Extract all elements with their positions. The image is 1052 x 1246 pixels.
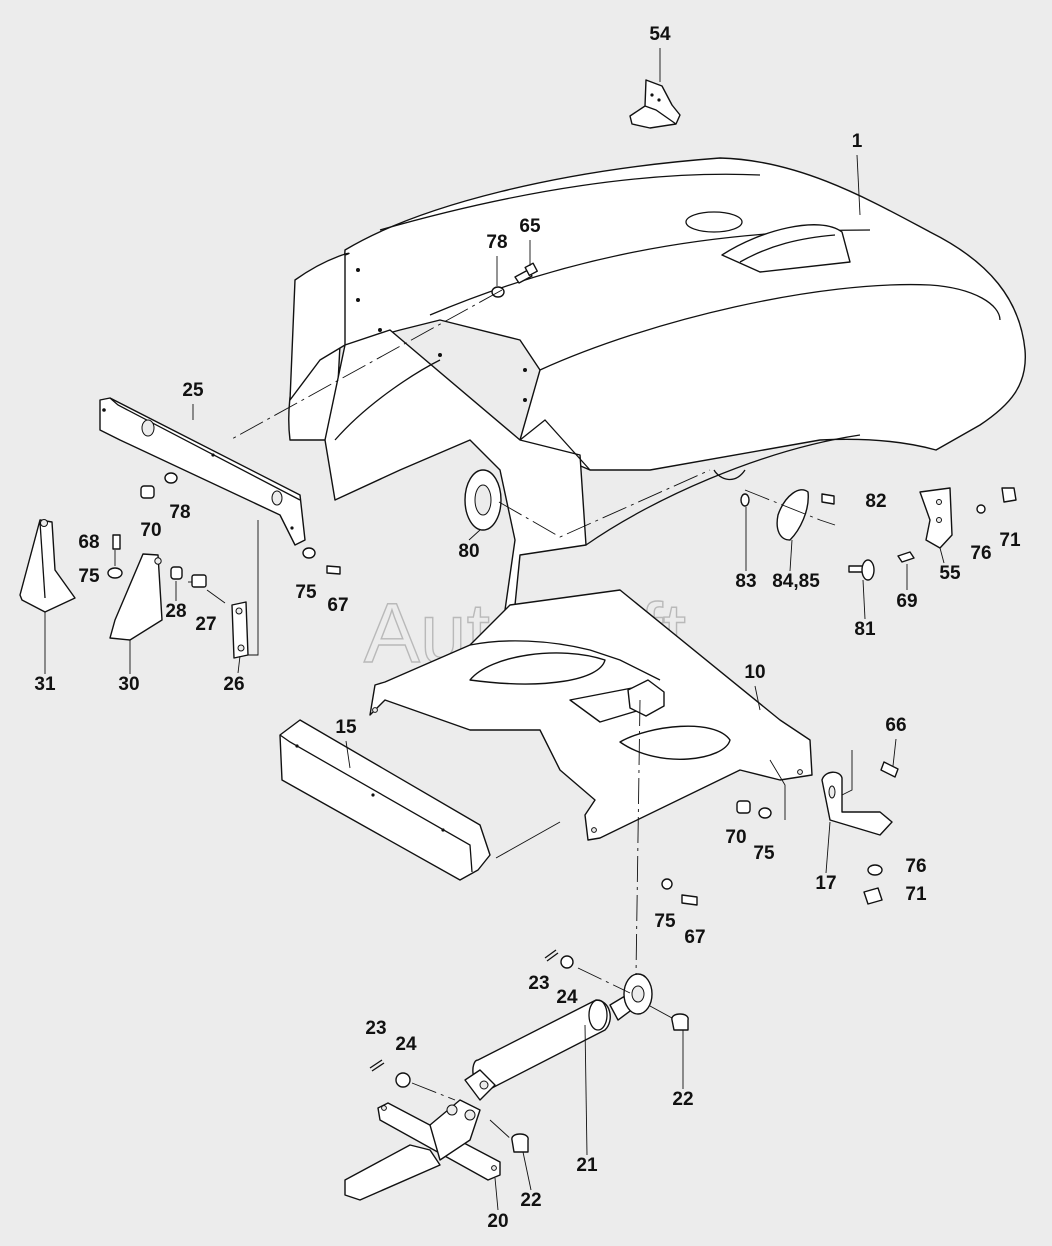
bracket-part-30: [109, 553, 163, 641]
bracket-part-31: [19, 519, 76, 613]
plate-part-15: [279, 719, 491, 881]
label-leaders: [44, 48, 945, 1211]
label-67-lower: 67: [684, 927, 705, 948]
label-75-right: 75: [753, 843, 775, 864]
label-24-top: 24: [556, 987, 578, 1008]
label-28: 28: [165, 601, 186, 622]
label-76-bottom: 76: [905, 856, 926, 877]
label-78-left: 78: [169, 502, 190, 523]
nut-part-71-right: [1001, 487, 1017, 503]
washer-part-24-bottom: [395, 1072, 411, 1088]
label-31: 31: [34, 674, 56, 695]
callout-labels: 54 1 65 78 25 70 78 68 75 31 30 28 27 26…: [34, 24, 1021, 1232]
label-82: 82: [865, 491, 886, 512]
label-75-lower: 75: [654, 911, 676, 932]
washer-part-76-right: [976, 504, 986, 514]
bracket-part-17: [821, 771, 893, 836]
label-25: 25: [182, 380, 204, 401]
label-76-right: 76: [970, 543, 991, 564]
washer-part-24-top: [560, 955, 574, 969]
pin-part-23-top: [544, 949, 559, 962]
label-20: 20: [487, 1211, 508, 1232]
label-70-left: 70: [140, 520, 161, 541]
bolt-part-67-lower: [681, 894, 698, 906]
label-65: 65: [519, 216, 541, 237]
label-55: 55: [939, 563, 961, 584]
gasket-part-80: [464, 469, 502, 531]
bolt-part-22-top: [671, 1013, 689, 1031]
label-78-top: 78: [486, 232, 507, 253]
nut-part-28: [170, 566, 183, 580]
nut-part-70-right: [736, 800, 751, 814]
label-23-top: 23: [528, 973, 549, 994]
ring-part-83: [740, 493, 750, 507]
label-22-bottom: 22: [520, 1190, 541, 1211]
bolt-part-69: [897, 551, 915, 563]
label-67-top: 67: [327, 595, 348, 616]
label-54: 54: [649, 24, 671, 45]
clip-part-54: [629, 79, 681, 129]
cylinder-part-21: [464, 973, 653, 1101]
bolt-part-22-bottom: [511, 1133, 529, 1153]
knob-part-81: [848, 559, 875, 581]
label-21: 21: [576, 1155, 598, 1176]
washer-part-75-lower: [661, 878, 673, 890]
pin-part-23-bottom: [369, 1059, 385, 1072]
nut-part-71-bottom: [863, 887, 883, 905]
washer-part-75-mid: [302, 547, 316, 559]
label-1: 1: [852, 131, 863, 152]
hood-part-1: [288, 157, 1026, 611]
bolt-part-66: [880, 761, 899, 778]
label-71-right: 71: [999, 530, 1021, 551]
label-30: 30: [118, 674, 139, 695]
bolt-part-67-top: [326, 565, 341, 575]
label-81: 81: [854, 619, 876, 640]
label-24-bottom: 24: [395, 1034, 417, 1055]
label-27: 27: [195, 614, 216, 635]
label-68: 68: [78, 532, 99, 553]
washer-part-75-left: [107, 567, 123, 579]
bolt-part-65: [514, 262, 538, 284]
label-23-bottom: 23: [365, 1018, 386, 1039]
screw-part-82: [821, 493, 835, 505]
washer-part-78-left: [164, 472, 178, 484]
label-17: 17: [815, 873, 836, 894]
label-26: 26: [223, 674, 244, 695]
label-84-85: 84,85: [772, 571, 820, 592]
label-75-left: 75: [78, 566, 100, 587]
label-69: 69: [896, 591, 917, 612]
nut-part-70-left: [140, 485, 155, 499]
label-75-mid: 75: [295, 582, 317, 603]
bracket-part-25: [99, 397, 306, 546]
label-80: 80: [458, 541, 479, 562]
lift-arm-part-20: [344, 1099, 501, 1201]
strap-part-26: [231, 601, 249, 659]
pin-part-68: [112, 534, 121, 550]
washer-part-76-bottom: [867, 864, 883, 876]
connector-lines: [188, 289, 853, 1141]
cover-part-84-85: [776, 489, 809, 541]
frame-part-10: [369, 589, 813, 841]
label-22-top: 22: [672, 1089, 693, 1110]
label-83: 83: [735, 571, 756, 592]
washer-part-75-right: [758, 807, 772, 819]
label-70-right: 70: [725, 827, 746, 848]
label-71-bottom: 71: [905, 884, 927, 905]
bushing-part-27: [191, 574, 207, 588]
label-10: 10: [744, 662, 765, 683]
bracket-part-55: [919, 487, 953, 549]
label-66: 66: [885, 715, 906, 736]
label-15: 15: [335, 717, 357, 738]
